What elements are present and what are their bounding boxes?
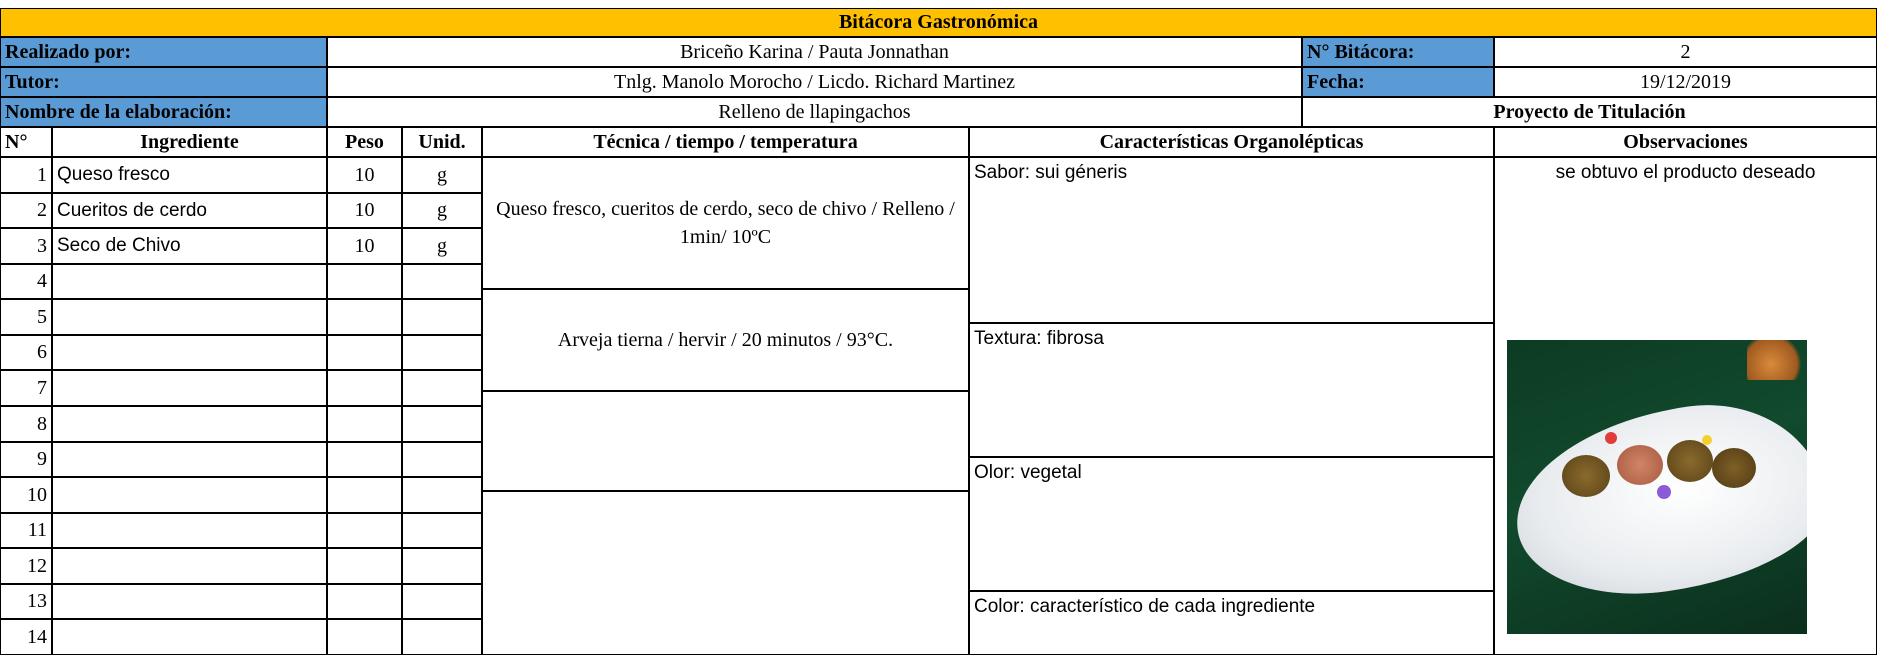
- row-peso: [327, 406, 402, 442]
- caracteristica-color: Color: característico de cada ingredient…: [969, 591, 1494, 655]
- tecnica-block-3: [482, 391, 969, 491]
- row-ingrediente: [52, 299, 327, 335]
- row-peso: 10: [327, 193, 402, 228]
- row-unid: [402, 335, 482, 370]
- photo-background-food: [1747, 340, 1807, 380]
- row-peso: [327, 548, 402, 584]
- row-ingrediente: [52, 406, 327, 442]
- row-number: 12: [0, 548, 52, 584]
- row-peso: [327, 335, 402, 370]
- row-ingrediente: [52, 264, 327, 299]
- row-ingrediente: Cueritos de cerdo: [52, 193, 327, 228]
- caracteristica-textura: Textura: fibrosa: [969, 323, 1494, 457]
- tecnica-block-1: Queso fresco, cueritos de cerdo, seco de…: [482, 157, 969, 289]
- tutor-value: Tnlg. Manolo Morocho / Licdo. Richard Ma…: [327, 67, 1302, 97]
- row-ingrediente: [52, 548, 327, 584]
- tecnica-block-4: [482, 491, 969, 655]
- row-unid: [402, 513, 482, 548]
- photo-garnish-3: [1702, 435, 1712, 445]
- row-unid: g: [402, 193, 482, 228]
- row-number: 6: [0, 335, 52, 370]
- tecnica-block-2: Arveja tierna / hervir / 20 minutos / 93…: [482, 289, 969, 391]
- row-peso: [327, 513, 402, 548]
- row-unid: [402, 477, 482, 513]
- sheet-title: Bitácora Gastronómica: [0, 8, 1877, 37]
- photo-llapingacho-4: [1712, 448, 1756, 488]
- row-ingrediente: [52, 619, 327, 655]
- header-tecnica: Técnica / tiempo / temperatura: [482, 127, 969, 157]
- row-number: 11: [0, 513, 52, 548]
- row-unid: [402, 442, 482, 477]
- row-ingrediente: Seco de Chivo: [52, 228, 327, 264]
- row-peso: [327, 619, 402, 655]
- row-peso: [327, 264, 402, 299]
- photo-garnish-2: [1657, 485, 1671, 499]
- row-number: 14: [0, 619, 52, 655]
- row-unid: [402, 619, 482, 655]
- photo-garnish-1: [1605, 432, 1617, 444]
- row-number: 1: [0, 157, 52, 193]
- bitacora-label: N° Bitácora:: [1302, 37, 1494, 67]
- row-peso: [327, 477, 402, 513]
- photo-plate: [1507, 389, 1807, 611]
- row-unid: g: [402, 228, 482, 264]
- fecha-value: 19/12/2019: [1494, 67, 1877, 97]
- header-peso: Peso: [327, 127, 402, 157]
- proyecto-label: Proyecto de Titulación: [1302, 97, 1877, 127]
- caracteristica-olor: Olor: vegetal: [969, 457, 1494, 591]
- row-number: 13: [0, 584, 52, 619]
- row-unid: [402, 548, 482, 584]
- header-caracteristicas: Características Organolépticas: [969, 127, 1494, 157]
- row-ingrediente: [52, 477, 327, 513]
- product-photo: [1507, 340, 1807, 634]
- row-number: 4: [0, 264, 52, 299]
- row-number: 5: [0, 299, 52, 335]
- row-number: 3: [0, 228, 52, 264]
- row-number: 7: [0, 370, 52, 406]
- nombre-label: Nombre de la elaboración:: [0, 97, 327, 127]
- row-ingrediente: [52, 335, 327, 370]
- realizado-label: Realizado por:: [0, 37, 327, 67]
- row-peso: 10: [327, 228, 402, 264]
- row-number: 2: [0, 193, 52, 228]
- caracteristica-sabor: Sabor: sui géneris: [969, 157, 1494, 323]
- photo-llapingacho-2: [1617, 445, 1663, 485]
- header-num: N°: [0, 127, 52, 157]
- row-peso: 10: [327, 157, 402, 193]
- row-ingrediente: [52, 584, 327, 619]
- row-number: 8: [0, 406, 52, 442]
- row-peso: [327, 584, 402, 619]
- row-ingrediente: [52, 370, 327, 406]
- row-unid: [402, 406, 482, 442]
- realizado-value: Briceño Karina / Pauta Jonnathan: [327, 37, 1302, 67]
- header-ingrediente: Ingrediente: [52, 127, 327, 157]
- row-unid: [402, 264, 482, 299]
- row-peso: [327, 442, 402, 477]
- row-unid: g: [402, 157, 482, 193]
- row-peso: [327, 370, 402, 406]
- bitacora-value: 2: [1494, 37, 1877, 67]
- row-ingrediente: Queso fresco: [52, 157, 327, 193]
- photo-llapingacho-1: [1562, 455, 1610, 497]
- tutor-label: Tutor:: [0, 67, 327, 97]
- header-unid: Unid.: [402, 127, 482, 157]
- row-unid: [402, 370, 482, 406]
- row-peso: [327, 299, 402, 335]
- row-unid: [402, 299, 482, 335]
- row-number: 10: [0, 477, 52, 513]
- row-unid: [402, 584, 482, 619]
- fecha-label: Fecha:: [1302, 67, 1494, 97]
- nombre-value: Relleno de llapingachos: [327, 97, 1302, 127]
- row-ingrediente: [52, 442, 327, 477]
- row-number: 9: [0, 442, 52, 477]
- row-ingrediente: [52, 513, 327, 548]
- photo-llapingacho-3: [1667, 440, 1713, 482]
- header-observaciones: Observaciones: [1494, 127, 1877, 157]
